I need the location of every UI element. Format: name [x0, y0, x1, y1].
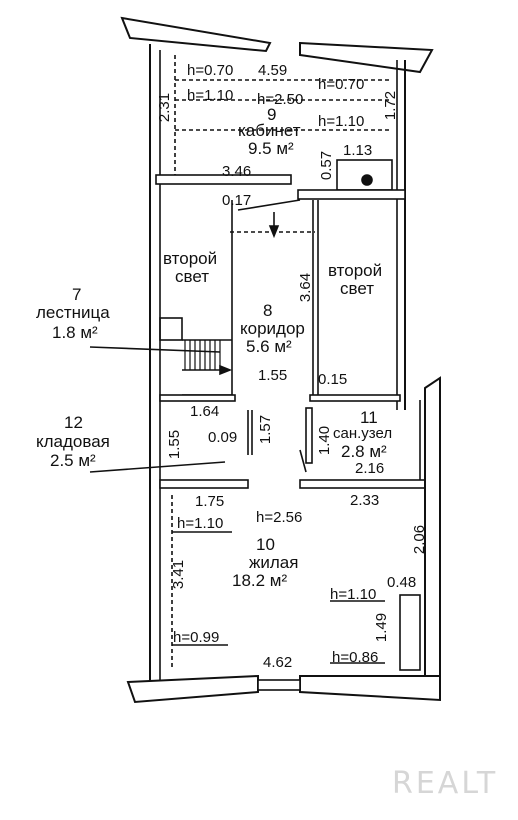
dim-cab-width: 4.59: [258, 62, 288, 79]
dim-048: 0.48: [387, 574, 417, 591]
dim-175: 1.75: [195, 493, 225, 510]
niche: [399, 594, 421, 671]
dim-155-corridor: 1.55: [258, 367, 288, 384]
door-bottom: [257, 679, 301, 691]
dim-009: 0.09: [208, 429, 238, 446]
room-living-name: жилая: [249, 553, 299, 572]
room-cabinet-number: 9: [267, 105, 277, 124]
void-left-line1: второй: [163, 249, 218, 268]
wall-living-top-right: [299, 479, 426, 489]
dim-h086: h=0.86: [332, 649, 379, 666]
dim-cab-right-side: 1.72: [382, 90, 400, 121]
wall-bathroom-left: [305, 407, 313, 464]
stair-steps: [184, 340, 221, 370]
room-storage-area: 2.5 м²: [50, 451, 96, 470]
dim-h110-right: h=1.10: [330, 586, 377, 603]
wall-bottom-left: [126, 674, 259, 704]
dim-cab-113: 1.13: [343, 142, 373, 159]
stair-box: [159, 317, 183, 341]
void-left-line2: свет: [175, 267, 210, 286]
arrowhead: [268, 225, 280, 239]
room-cabinet-area: 9.5 м²: [248, 139, 294, 158]
wall-cabinet-bottom-right: [297, 189, 406, 200]
dim-h099: h=0.99: [173, 629, 220, 646]
stair-leader: [89, 346, 221, 353]
void-right-line1: второй: [328, 261, 383, 280]
wall-storage-top: [159, 394, 236, 402]
dim-341: 3.41: [170, 559, 188, 590]
storage-leader: [89, 461, 226, 473]
dim-216: 2.16: [355, 460, 385, 477]
chimney-circle: [361, 174, 373, 186]
dim-cab-h250: h=2.50: [257, 91, 304, 108]
dim-206: 2.06: [411, 524, 429, 555]
dim-157: 1.57: [257, 414, 275, 445]
dim-346: 3.46: [222, 163, 252, 180]
door-swing: [299, 449, 307, 473]
dim-cab-h070-left: h=0.70: [187, 62, 234, 79]
watermark: REALT: [392, 766, 499, 801]
wall-living-top-left: [159, 479, 249, 489]
dim-cab-h110-left: h=1.10: [187, 87, 234, 104]
dim-cab-left-side: 2.31: [156, 92, 174, 123]
dim-cab-h070-right: h=0.70: [318, 76, 365, 93]
room-storage-name: кладовая: [36, 432, 110, 451]
room-storage-number: 12: [64, 413, 83, 432]
dim-164: 1.64: [190, 403, 220, 420]
dim-149: 1.49: [373, 612, 391, 643]
room-stairs-number: 7: [72, 285, 82, 304]
dim-364: 3.64: [297, 272, 315, 303]
room-living-area: 18.2 м²: [232, 571, 288, 590]
dim-155-storage: 1.55: [166, 429, 184, 460]
wall-corridor-top-right: [309, 394, 401, 402]
room-corridor-area: 5.6 м²: [246, 337, 292, 356]
void-right-line2: свет: [340, 279, 375, 298]
room-corridor-number: 8: [263, 301, 273, 320]
dim-cab-057: 0.57: [318, 150, 336, 181]
dim-462: 4.62: [263, 654, 293, 671]
dim-233: 2.33: [350, 492, 380, 509]
dim-arrow: [237, 199, 301, 211]
wall-top-right: [299, 41, 434, 74]
room-bathroom-name: сан.узел: [333, 425, 393, 442]
dim-h256: h=2.56: [256, 509, 303, 526]
dim-cab-h110-right: h=1.10: [318, 113, 365, 130]
wall-top-left: [120, 16, 272, 53]
dim-017: 0.17: [222, 192, 252, 209]
wall-bottom-right: [299, 675, 441, 702]
wall-cabinet-bottom: [155, 174, 292, 185]
room-stairs-name: лестница: [36, 303, 110, 322]
room-bathroom-number: 11: [360, 408, 378, 427]
room-cabinet-name: кабинет: [238, 121, 301, 140]
stair-arrowhead: [219, 364, 233, 376]
dim-015: 0.15: [318, 371, 348, 388]
room-stairs-area: 1.8 м²: [52, 323, 98, 342]
dim-h110-living: h=1.10: [177, 515, 224, 532]
dim-140: 1.40: [316, 425, 334, 456]
room-living-number: 10: [256, 535, 275, 554]
room-corridor-name: коридор: [240, 319, 305, 338]
room-bathroom-area: 2.8 м²: [341, 442, 387, 461]
